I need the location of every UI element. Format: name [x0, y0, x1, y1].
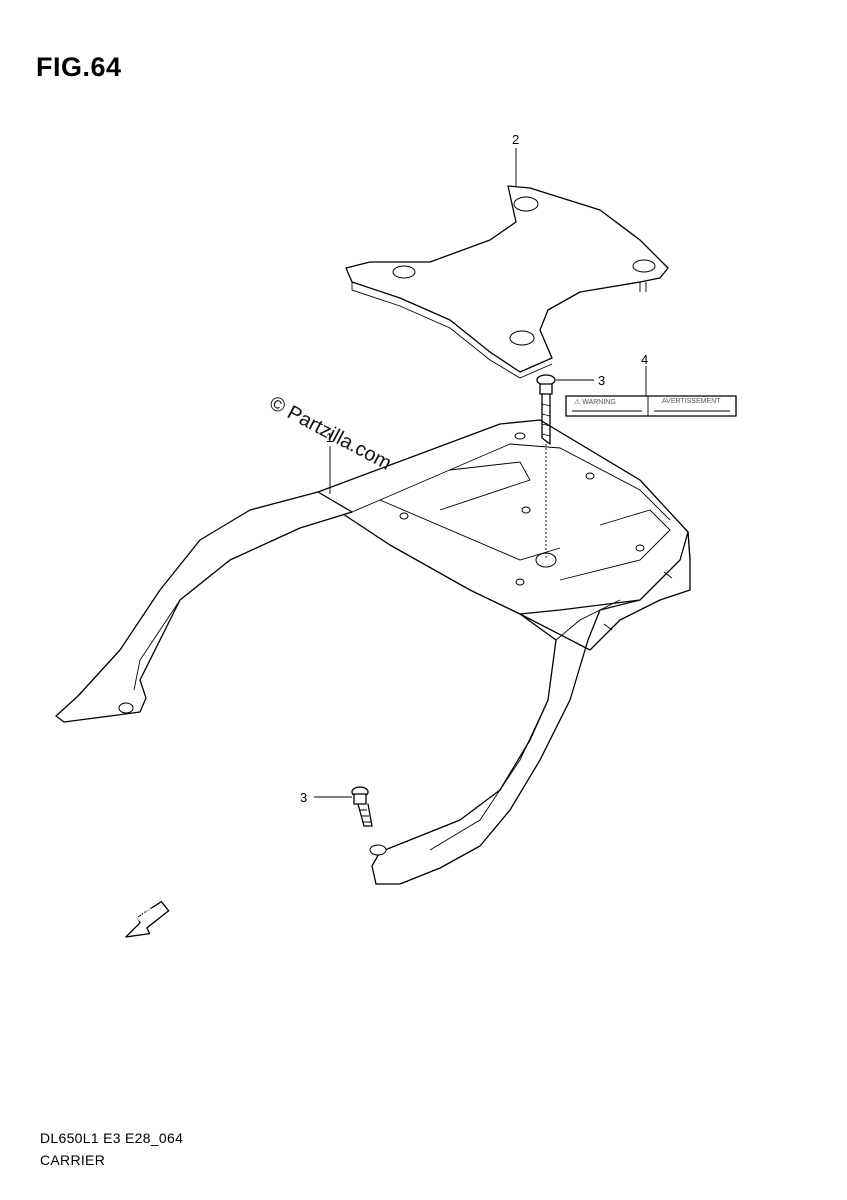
warning-label-part-4	[565, 395, 737, 417]
callout-1: 1	[326, 430, 334, 445]
bolt-bottom-part-3	[351, 786, 373, 827]
bolt-top-part-3	[536, 374, 556, 445]
callout-2: 2	[512, 132, 520, 147]
leader-lines	[314, 148, 647, 798]
carrier-frame-part-1	[55, 419, 691, 885]
figure-name: CARRIER	[40, 1152, 106, 1168]
figure-code: DL650L1 E3 E28_064	[40, 1130, 184, 1146]
callout-4: 4	[641, 352, 649, 367]
callout-3-bottom: 3	[300, 790, 308, 805]
forward-direction-arrow	[125, 901, 170, 938]
label-right-text: AVERTISSEMENT	[662, 398, 721, 405]
callout-3-top: 3	[598, 373, 606, 388]
carrier-plate-part-2	[345, 185, 669, 379]
label-left-text: ⚠ WARNING	[574, 399, 616, 406]
figure-title: FIG.64	[36, 52, 122, 82]
